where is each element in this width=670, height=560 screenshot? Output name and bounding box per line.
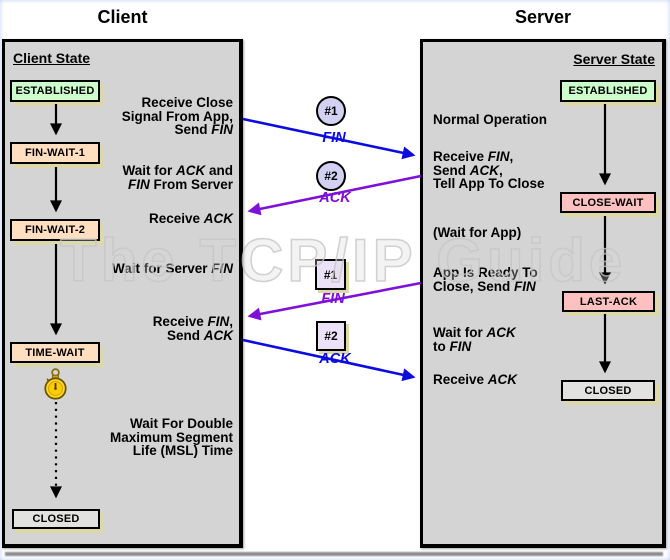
server-state-close-wait: CLOSE-WAIT: [560, 192, 656, 213]
message-badge-2-circle: #2: [316, 161, 346, 191]
note-server-receive-fin: Receive FIN,Send ACK,Tell App To Close: [433, 149, 545, 191]
message-badge-1-square: #1: [315, 259, 346, 290]
client-state-fin-wait-1: FIN-WAIT-1: [10, 142, 100, 164]
note-client-receive-fin: Receive FIN,Send ACK: [152, 314, 233, 343]
server-state-established: ESTABLISHED: [560, 80, 656, 102]
client-state-fin-wait-2: FIN-WAIT-2: [10, 219, 100, 241]
note-server-receive-ack: Receive ACK: [433, 372, 518, 387]
client-title: Client: [97, 7, 148, 27]
note-wait-server-fin: Wait for Server FIN: [111, 261, 233, 276]
server-title: Server: [514, 7, 572, 27]
message-label-fin-2: FIN: [321, 291, 345, 307]
message-label-ack-1: ACK: [319, 190, 351, 206]
note-wait-for-app: (Wait for App): [433, 225, 522, 240]
client-state-closed: CLOSED: [12, 509, 100, 529]
client-state-established: ESTABLISHED: [10, 80, 100, 102]
message-label-fin-1: FIN: [322, 130, 346, 146]
message-label-ack-2: ACK: [319, 351, 351, 367]
note-normal-operation: Normal Operation: [433, 112, 548, 127]
timer-icon: [44, 368, 67, 400]
client-panel: [2, 39, 243, 548]
message-badge-2-square: #2: [316, 321, 346, 351]
note-client-receive-ack: Receive ACK: [148, 211, 233, 226]
figure-shadow: [5, 552, 663, 556]
client-state-time-wait: TIME-WAIT: [10, 342, 100, 363]
server-state-closed: CLOSED: [561, 380, 655, 401]
server-state-heading: Server State: [573, 51, 655, 67]
client-state-heading: Client State: [13, 50, 91, 66]
message-badge-1-circle: #1: [316, 96, 346, 126]
server-state-last-ack: LAST-ACK: [562, 291, 655, 312]
